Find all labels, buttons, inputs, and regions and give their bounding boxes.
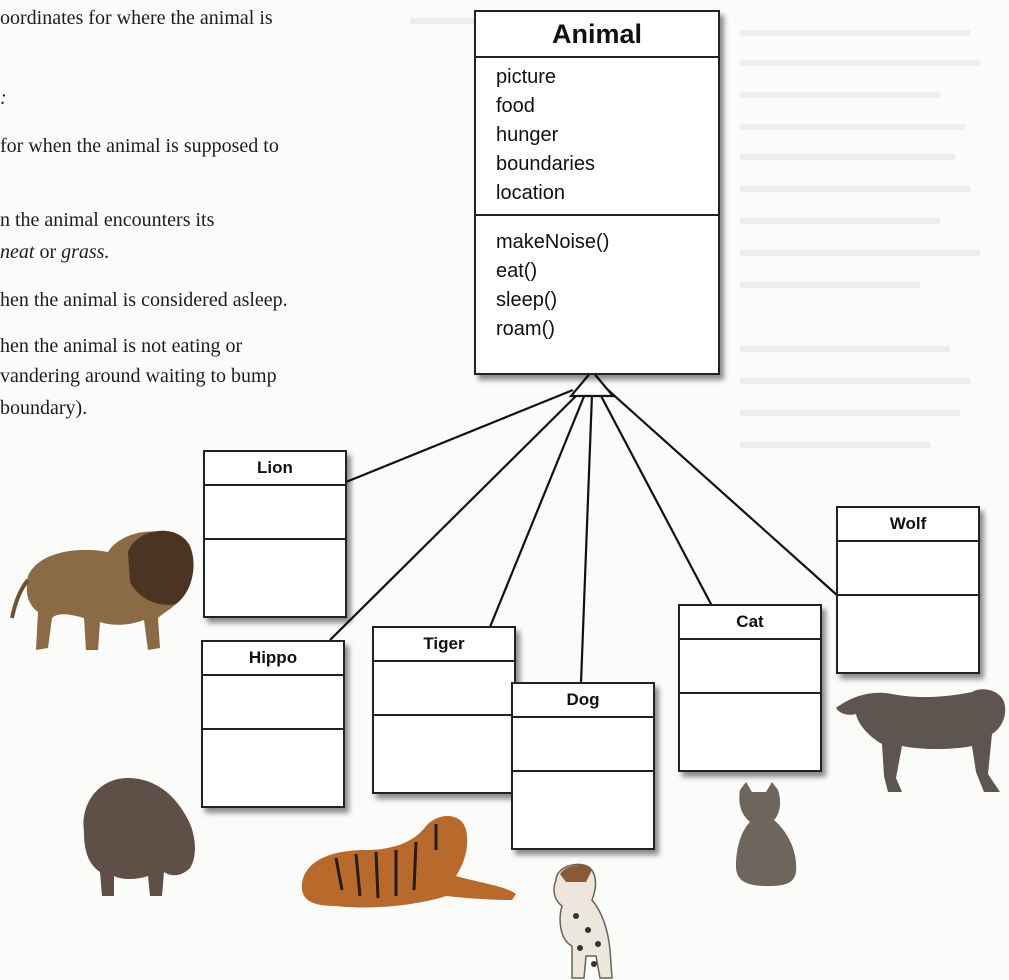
text-run: for when the animal is supposed to [0,135,279,157]
tiger-class-box: Tiger [372,626,516,794]
text-run: oordinates for where the animal is [0,7,273,29]
method: roam() [496,318,555,340]
lion-class-box: Lion [203,450,347,618]
line-cat [599,393,713,607]
class-name: Lion [257,458,293,477]
attribute: boundaries [496,153,595,175]
line-dog [579,393,594,684]
class-name: Dog [566,690,600,709]
methods-section [513,770,653,772]
attribute: location [496,182,565,204]
text-run: boundary). [0,397,88,419]
attributes-section [680,638,820,692]
attributes-section [205,484,345,538]
text-line: neat or grass. [0,240,109,264]
cat-image [736,782,797,886]
text-run: hen the animal is considered asleep. [0,289,288,311]
tiger-image [301,815,516,908]
lion-image [10,530,194,650]
text-line: vandering around waiting to bump [0,364,277,388]
methods-section [838,594,978,596]
class-name: Wolf [889,514,927,533]
text-line: oordinates for where the animal is [0,6,273,30]
class-name: Hippo [248,648,298,667]
animal-class-box: Animal picture food hunger boundaries lo… [474,10,720,375]
attribute: food [496,95,535,117]
text-line: hen the animal is not eating or [0,334,242,358]
attributes-section [374,660,514,714]
line-lion [345,388,574,484]
text-line: n the animal encounters its [0,208,214,232]
attributes-section: picture food hunger boundaries location [476,56,718,214]
wolf-image [836,689,1006,792]
methods-section [680,692,820,694]
text-line: : [0,86,7,110]
text-run: : [0,87,7,109]
text-run: neat [0,241,35,263]
hippo-image [83,778,195,896]
class-name: Tiger [423,634,465,653]
dog-image [553,863,613,979]
text-run: hen the animal is not eating or [0,335,243,357]
dog-class-box: Dog [511,682,655,850]
class-name: Animal [551,19,643,49]
text-run: or [34,241,62,263]
methods-section [205,538,345,540]
method: eat() [496,260,538,282]
text-line: for when the animal is supposed to [0,134,279,158]
methods-section [203,728,343,730]
method: sleep() [496,289,558,311]
text-run: vandering around waiting to bump [0,365,277,387]
text-line: boundary). [0,396,87,420]
line-hippo [329,391,581,641]
wolf-class-box: Wolf [836,506,980,674]
line-tiger [488,393,587,628]
attributes-section [838,540,978,594]
inheritance-arrowhead [568,369,616,398]
cat-class-box: Cat [678,604,822,772]
class-name: Cat [736,612,764,631]
method: makeNoise() [496,231,610,253]
hippo-class-box: Hippo [201,640,345,808]
methods-section: makeNoise() eat() sleep() roam() [476,214,718,350]
text-line: hen the animal is considered asleep. [0,288,288,312]
attribute: picture [496,66,557,88]
attributes-section [513,716,653,770]
attribute: hunger [496,124,559,146]
text-run: grass. [61,241,110,263]
text-run: n the animal encounters its [0,209,215,231]
methods-section [374,714,514,716]
line-wolf [607,389,839,597]
attributes-section [203,674,343,728]
